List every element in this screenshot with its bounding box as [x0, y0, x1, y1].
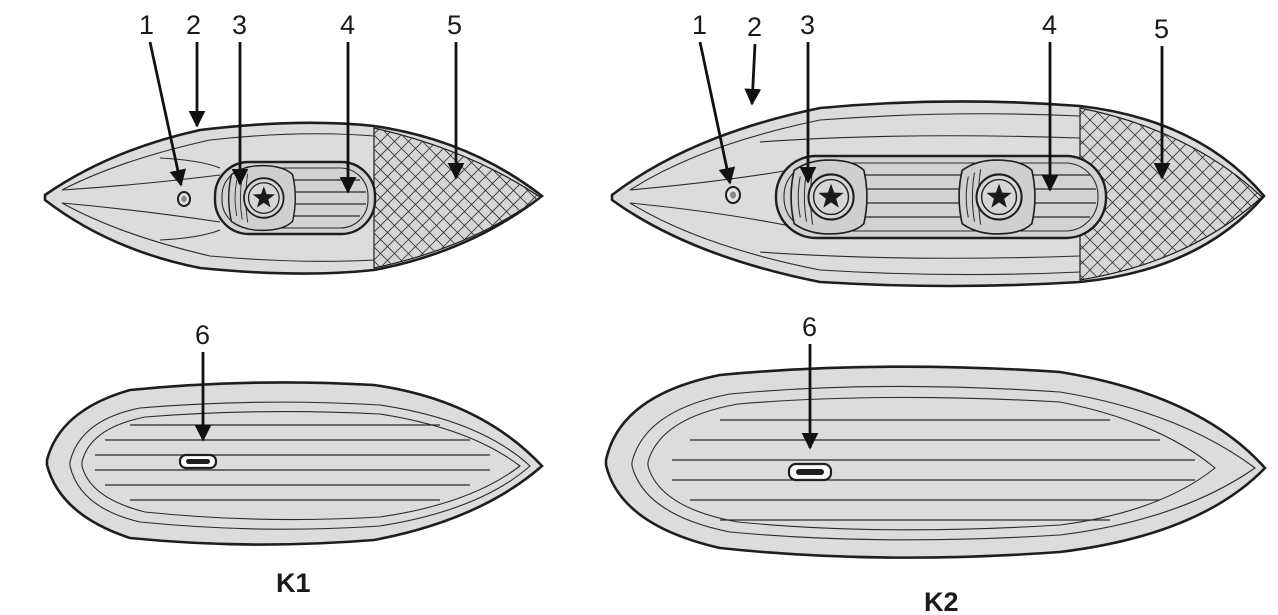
callout-k1-6: 6 [195, 320, 210, 350]
callout-k1-4: 4 [340, 10, 355, 40]
callout-k1-2: 2 [186, 10, 201, 40]
model-label-k2: K2 [924, 587, 959, 615]
callout-k2-6: 6 [802, 312, 817, 342]
callout-labels: 1 2 3 4 5 1 2 3 4 5 6 6 [139, 10, 1169, 350]
callout-k1-1: 1 [139, 10, 154, 40]
k2-rear-seat-icon [957, 158, 1037, 236]
callout-k2-4: 4 [1042, 10, 1057, 40]
k2-top-view [610, 100, 1266, 288]
k1-bottom-view [45, 381, 544, 546]
callout-k2-3: 3 [800, 10, 815, 40]
k2-bottom-view [604, 365, 1267, 559]
callout-k1-3: 3 [232, 10, 247, 40]
callout-k2-2: 2 [747, 12, 762, 42]
callout-k2-5: 5 [1154, 14, 1169, 44]
callout-k2-1: 1 [692, 10, 707, 40]
k1-top-view [43, 121, 545, 275]
callout-k1-5: 5 [447, 10, 462, 40]
k2-front-seat-icon [789, 158, 869, 236]
callout-arrows [148, 41, 1171, 450]
model-label-k1: K1 [276, 568, 311, 598]
